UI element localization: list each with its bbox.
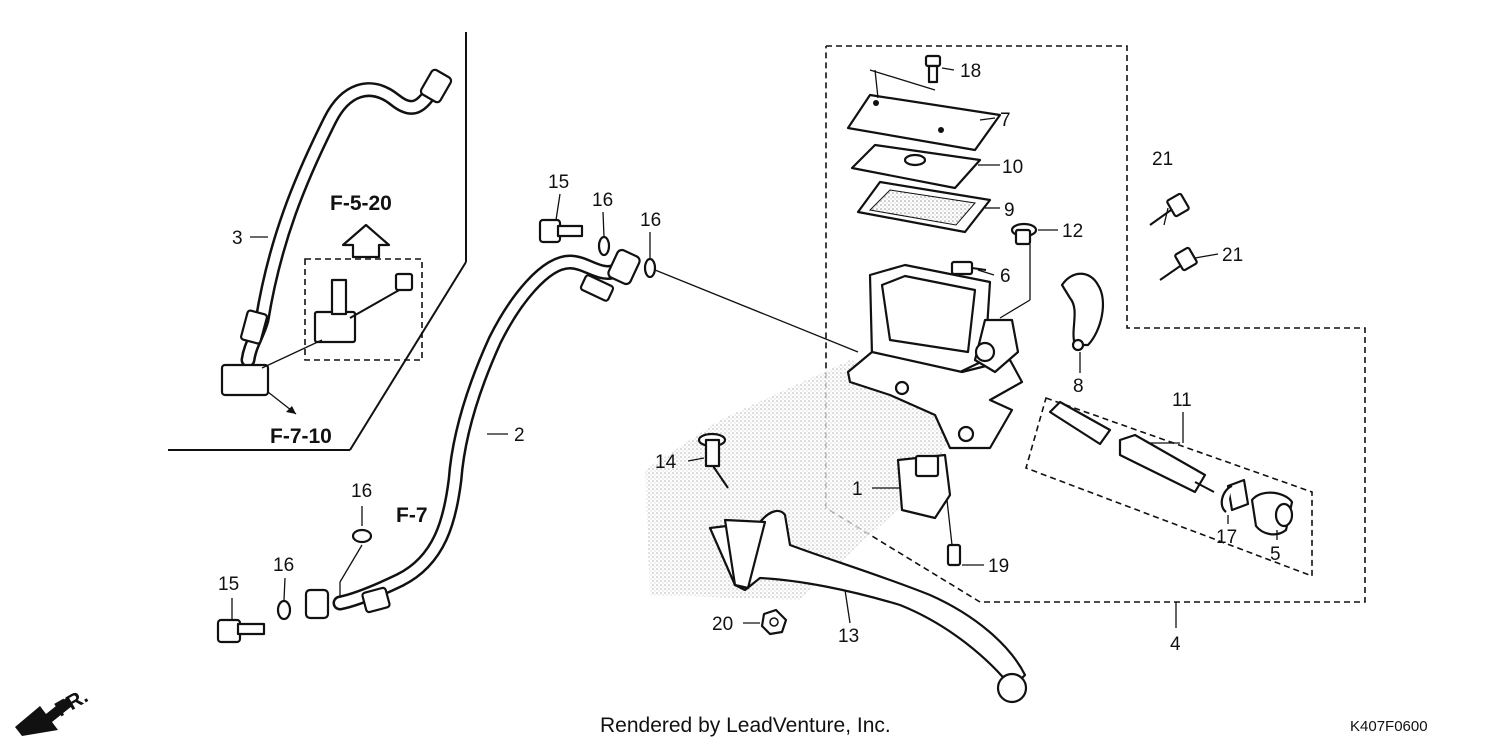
piston-set-11 <box>1048 400 1294 536</box>
bolt-21b <box>1159 246 1198 281</box>
callout-10: 10 <box>1002 157 1023 178</box>
front-arrow-icon <box>15 698 72 736</box>
washer-16c <box>276 599 292 621</box>
callout-3: 3 <box>232 228 243 249</box>
hose-3 <box>220 68 453 415</box>
pivot-bolt-14 <box>697 432 729 489</box>
diaphragm-9 <box>856 180 992 234</box>
bolt-21a <box>1149 192 1190 226</box>
callout-9: 9 <box>1004 200 1015 221</box>
plate-10 <box>850 143 982 190</box>
clamp-8 <box>1060 272 1105 352</box>
lever-13 <box>708 509 1028 704</box>
banjo-bolt-lower <box>216 618 266 644</box>
washer-16d <box>351 528 373 544</box>
washer-16b <box>643 257 657 279</box>
callout-15b: 15 <box>218 574 239 595</box>
callout-16d: 16 <box>351 481 372 502</box>
ref-f-7-10: F-7-10 <box>270 425 332 448</box>
callout-16a: 16 <box>592 190 613 211</box>
callout-1: 1 <box>852 479 863 500</box>
snap-ring-17 <box>1220 484 1233 513</box>
master-cylinder-body <box>846 263 1024 450</box>
callout-7: 7 <box>1000 110 1011 131</box>
callout-13: 13 <box>838 626 859 647</box>
callout-18: 18 <box>960 61 981 82</box>
callout-14: 14 <box>655 452 677 473</box>
callout-12: 12 <box>1062 221 1083 242</box>
banjo-bolt-upper <box>538 218 584 244</box>
callout-5: 5 <box>1270 544 1281 565</box>
callout-17: 17 <box>1216 527 1237 548</box>
leader-lines <box>231 67 1278 628</box>
inset-detail-box <box>261 223 423 369</box>
callout-11: 11 <box>1172 390 1192 411</box>
callout-2: 2 <box>514 425 525 446</box>
hose-2 <box>304 248 641 620</box>
up-arrow-icon <box>341 223 391 259</box>
callout-16b: 16 <box>640 210 661 231</box>
ref-f-5-20: F-5-20 <box>330 192 392 215</box>
diagram-code: K407F0600 <box>1350 718 1428 735</box>
screw-19 <box>946 499 962 567</box>
credit-text: Rendered by LeadVenture, Inc. <box>600 714 891 737</box>
switch-1 <box>896 453 952 520</box>
washer-16a <box>597 235 611 257</box>
reservoir-cap-7 <box>846 69 1002 152</box>
screw-18 <box>924 54 942 84</box>
callout-4: 4 <box>1170 634 1181 655</box>
callout-16c: 16 <box>273 555 294 576</box>
valve-6 <box>950 260 987 276</box>
callout-21b: 21 <box>1222 245 1243 266</box>
inset-frame <box>168 32 467 451</box>
callout-15a: 15 <box>548 172 569 193</box>
front-direction: FR. <box>15 685 92 736</box>
ref-f-7: F-7 <box>396 504 428 527</box>
nut-20 <box>760 608 788 636</box>
callout-19: 19 <box>988 556 1009 577</box>
callout-8: 8 <box>1073 376 1084 397</box>
callout-21a: 21 <box>1152 149 1173 170</box>
cap-12 <box>1010 222 1038 246</box>
callout-20: 20 <box>712 614 733 635</box>
callout-6: 6 <box>1000 266 1011 287</box>
